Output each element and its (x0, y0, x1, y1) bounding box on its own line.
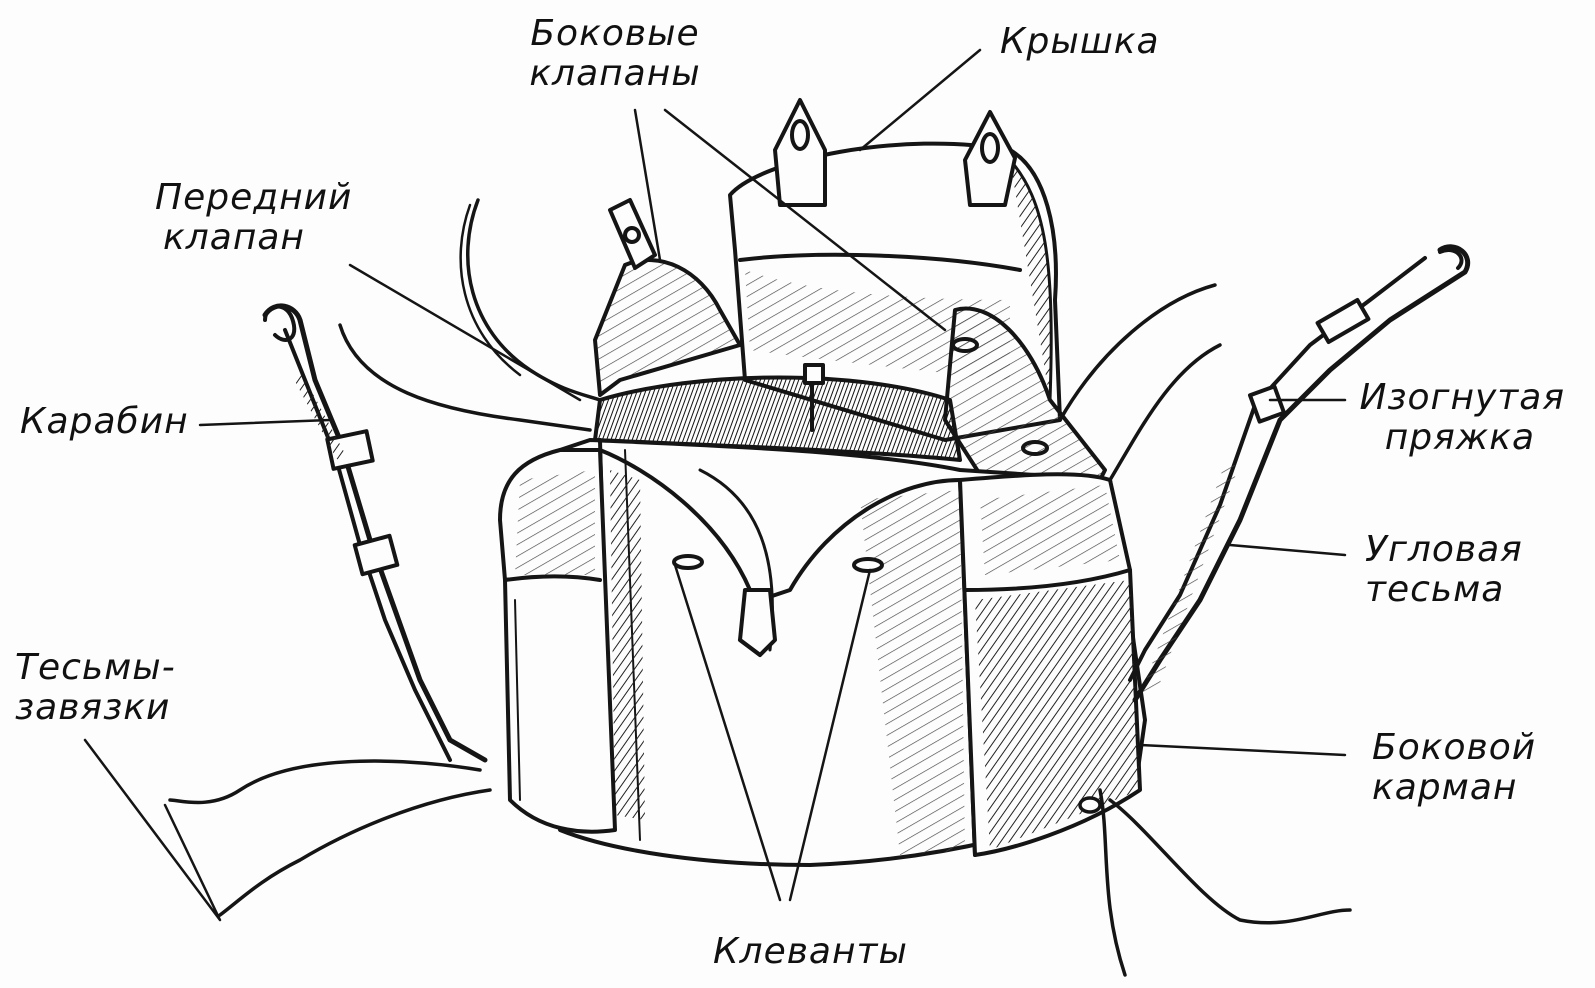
label-side-flaps: Боковые клапаны (525, 14, 705, 94)
label-front-flap-line1: Передний (155, 178, 352, 218)
left-pocket-shape (500, 450, 615, 832)
label-side-pocket: Боковой карман (1372, 728, 1536, 808)
label-corner-strap-line1: Угловая (1365, 530, 1523, 570)
label-bent-buckle-line1: Изогнутая (1345, 378, 1565, 418)
label-side-pocket-line1: Боковой (1372, 728, 1536, 768)
right-strap-shape (1130, 247, 1468, 700)
label-carabiner: Карабин (20, 402, 189, 442)
label-front-flap: Передний клапан (155, 178, 352, 258)
label-tie-straps-line2: завязки (15, 688, 176, 728)
label-grommets-line1: Клеванты (713, 932, 908, 972)
left-side-flap-shape (595, 200, 740, 395)
label-tie-straps-line1: Тесьмы- (15, 648, 176, 688)
label-side-flaps-line2: клапаны (525, 54, 705, 94)
label-corner-strap: Угловая тесьма (1365, 530, 1523, 610)
label-grommets: Клеванты (713, 932, 908, 972)
label-side-pocket-line2: карман (1372, 768, 1536, 808)
label-front-flap-line2: клапан (155, 218, 352, 258)
label-bent-buckle: Изогнутая пряжка (1345, 378, 1565, 458)
label-lid: Крышка (1000, 22, 1160, 62)
label-bent-buckle-line2: пряжка (1345, 418, 1565, 458)
label-corner-strap-line2: тесьма (1365, 570, 1523, 610)
right-pocket-shape (960, 474, 1140, 855)
label-carabiner-line1: Карабин (20, 402, 189, 442)
label-tie-straps: Тесьмы- завязки (15, 648, 176, 728)
label-lid-line1: Крышка (1000, 22, 1160, 62)
label-side-flaps-line1: Боковые (525, 14, 705, 54)
